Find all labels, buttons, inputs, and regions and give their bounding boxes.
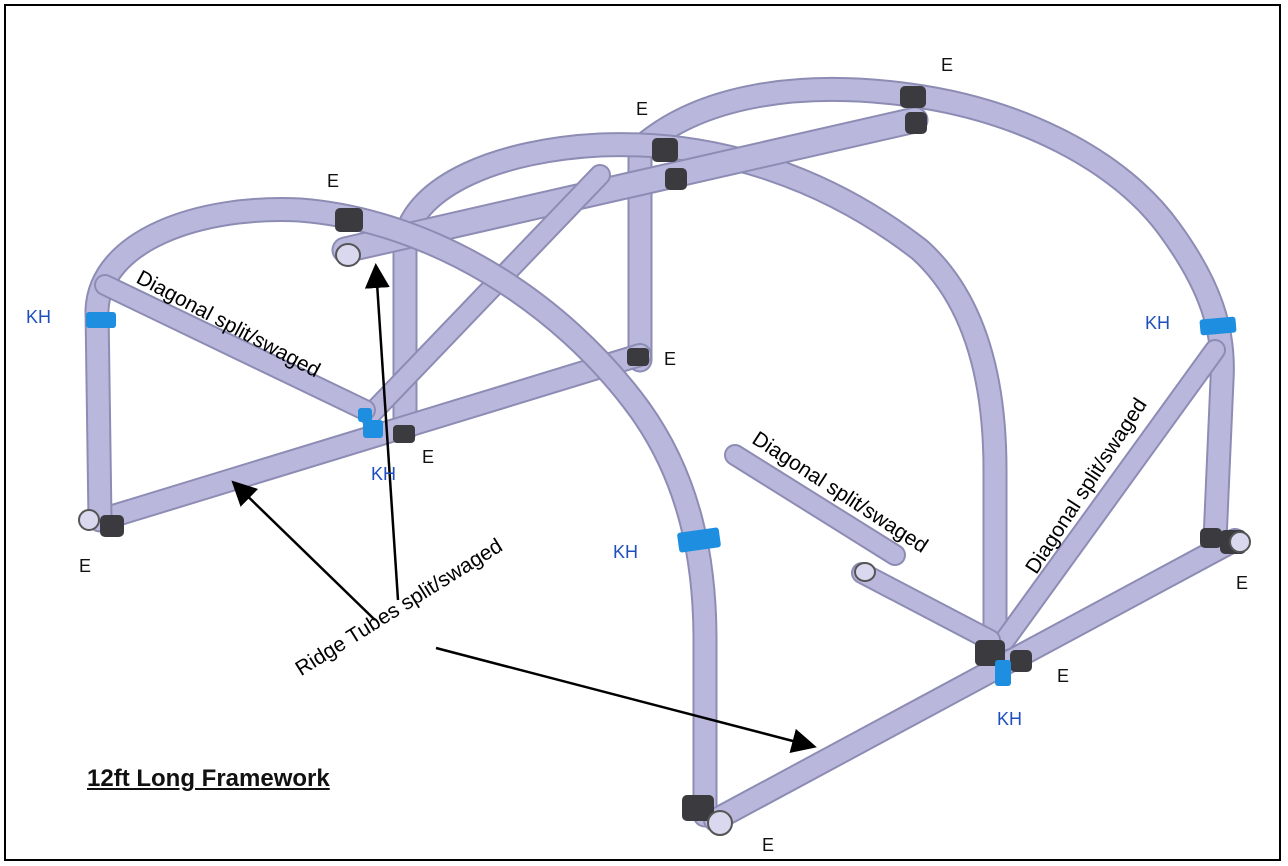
arrow-to-back-ridge xyxy=(231,480,376,621)
end-fitting-label: E xyxy=(664,349,677,369)
tube-end xyxy=(854,562,876,582)
end-fitting-label: E xyxy=(327,171,340,191)
end-fitting xyxy=(682,795,714,821)
end-fitting-label: E xyxy=(79,556,92,576)
arrow-to-front-ridge xyxy=(435,646,817,754)
keyhole-clamp xyxy=(358,408,372,422)
end-fitting-label: E xyxy=(1057,666,1070,686)
keyhole-clamp xyxy=(86,312,116,328)
keyhole-clamp-label: KH xyxy=(371,464,397,484)
keyhole-clamp xyxy=(1199,316,1237,336)
keyhole-clamp-label: KH xyxy=(26,307,52,327)
end-fitting xyxy=(905,112,927,134)
end-fitting-label: E xyxy=(941,55,954,75)
end-fitting xyxy=(1010,650,1032,672)
end-fitting-label: E xyxy=(636,99,649,119)
tube-end xyxy=(707,810,733,836)
end-fitting-label: E xyxy=(1236,573,1249,593)
end-fitting xyxy=(100,515,124,537)
end-fitting xyxy=(1200,528,1222,548)
end-fitting xyxy=(652,138,678,162)
end-fitting xyxy=(335,208,363,232)
end-fitting-label: E xyxy=(422,447,435,467)
diagram-title: 12ft Long Framework xyxy=(87,765,330,792)
end-fitting xyxy=(627,348,649,366)
arrow-to-top-ridge xyxy=(364,263,400,601)
diagram-frame xyxy=(4,4,1281,861)
tube-end xyxy=(1229,531,1251,553)
keyhole-clamp xyxy=(363,420,383,438)
end-fitting xyxy=(975,640,1005,666)
keyhole-clamp xyxy=(677,527,721,553)
tube-end xyxy=(335,243,361,267)
keyhole-clamp-label: KH xyxy=(997,709,1023,729)
end-fitting xyxy=(665,168,687,190)
keyhole-clamp xyxy=(995,660,1011,686)
keyhole-clamp-label: KH xyxy=(613,542,639,562)
end-fitting xyxy=(900,86,926,108)
keyhole-clamp-label: KH xyxy=(1145,313,1171,333)
end-fitting xyxy=(393,425,415,443)
end-fitting-label: E xyxy=(762,835,775,855)
tube-end xyxy=(78,509,100,531)
